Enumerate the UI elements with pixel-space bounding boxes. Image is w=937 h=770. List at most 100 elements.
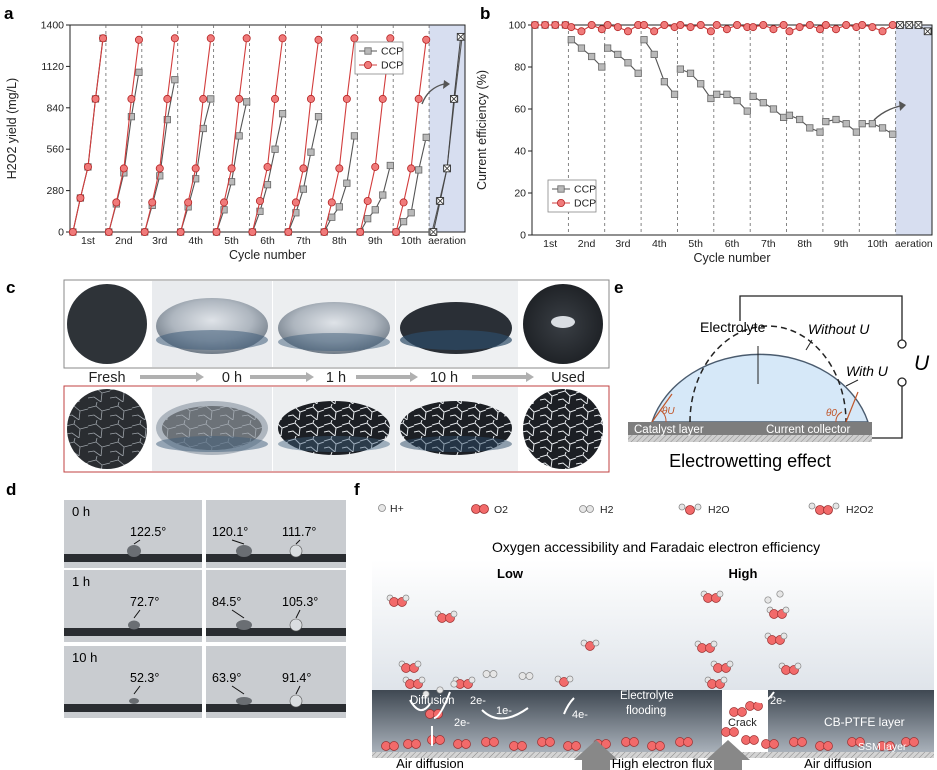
- cycle-tick-label: 8th: [332, 235, 347, 247]
- ccp-point: [199, 124, 207, 133]
- h2o2-molecule: [418, 676, 426, 684]
- reaction-arrows: [409, 691, 775, 746]
- h2o-icon: [685, 505, 695, 515]
- o2-molecule: [437, 613, 447, 623]
- panel-label-d: d: [6, 480, 16, 499]
- droplet: [128, 620, 140, 630]
- cycle-tick-label: aeration: [428, 235, 466, 247]
- dcp-series-line: [716, 24, 748, 30]
- panel-c: c: [0, 276, 610, 474]
- contact-angle-right-2: 91.4°: [282, 671, 311, 685]
- membrane-strip: [206, 554, 346, 562]
- ccp-point: [604, 44, 612, 52]
- h2o2-molecule: [782, 606, 790, 614]
- contact-angle-right-1: 120.1°: [212, 525, 248, 539]
- dcp-point: [759, 20, 768, 29]
- curved-arrow-icon: [421, 83, 445, 105]
- ccp-point: [335, 203, 343, 211]
- cycle-tick-label: 10th: [867, 238, 888, 250]
- dcp-point: [650, 27, 659, 36]
- dcp-series-line: [680, 24, 712, 32]
- low-label: Low: [497, 566, 524, 581]
- h2o2-molecule: [716, 590, 724, 598]
- contact-angle-left: 72.7°: [130, 595, 159, 609]
- legend-h2o2: H2O2: [846, 504, 874, 516]
- ccp-point: [588, 52, 596, 61]
- one-e-label: 1e-: [496, 705, 512, 717]
- molecules: [381, 590, 919, 751]
- dcp-point: [299, 164, 308, 173]
- h-plus-ion: [450, 680, 458, 688]
- ccp-point: [852, 128, 860, 136]
- legend-marker: [557, 185, 565, 193]
- h-plus-ion: [764, 596, 772, 604]
- dcp-point: [722, 25, 731, 34]
- dcp-point: [356, 227, 365, 236]
- ccp-series-line: [108, 72, 140, 233]
- ccp-series-line: [607, 47, 639, 74]
- ccp-point: [364, 215, 372, 223]
- cycle-tick-label: 10th: [401, 235, 422, 247]
- cycle-tick-label: 2nd: [578, 238, 596, 250]
- ccp-point: [697, 80, 705, 88]
- dcp-point: [577, 27, 586, 36]
- ccp-point: [723, 90, 731, 98]
- dcp-point: [821, 20, 830, 29]
- contact-angle-right-2: 111.7°: [282, 525, 316, 539]
- ccp-point: [749, 92, 757, 100]
- droplet-with-u: [651, 353, 869, 423]
- ccp-point: [399, 218, 408, 226]
- dcp-point: [769, 25, 778, 34]
- cycle-tick-label: 7th: [296, 235, 311, 247]
- contact-angle-left: 52.3°: [130, 671, 159, 685]
- ccp-series-line: [643, 39, 675, 95]
- two-e-label-1: 2e-: [470, 695, 486, 707]
- legend-entry: CCP: [574, 184, 596, 196]
- dcp-point: [623, 27, 632, 36]
- h2-icon: [586, 505, 594, 513]
- h2o2-molecule: [720, 676, 728, 684]
- ccp-point: [713, 90, 721, 98]
- stage-fresh: Fresh: [88, 370, 125, 386]
- dcp-point: [779, 20, 788, 29]
- dcp-point: [567, 23, 576, 32]
- cycle-tick-label: 1st: [543, 238, 557, 250]
- ccp-series-line: [72, 38, 104, 233]
- dcp-point: [127, 94, 136, 103]
- ccp-point: [343, 179, 351, 187]
- f-title: Oxygen accessibility and Faradaic electr…: [492, 539, 820, 555]
- ccp-point: [235, 132, 243, 140]
- contact-angle-right-1: 84.5°: [212, 595, 241, 609]
- o2-molecule: [401, 663, 411, 673]
- membrane-strip: [64, 554, 202, 562]
- dcp-point: [199, 94, 208, 103]
- dcp-point: [399, 198, 408, 207]
- legend-entry: CCP: [381, 46, 403, 58]
- panel-e: e U Electrolyte Without U With U θU θ0 C…: [614, 278, 930, 471]
- angle-pointer: [231, 609, 245, 619]
- dcp-1h-photo: [278, 401, 390, 455]
- h2o2-molecule: [402, 594, 410, 602]
- angle-pointer: [133, 539, 141, 545]
- ccp-point: [822, 118, 830, 126]
- ccp-point: [127, 113, 136, 121]
- dcp-point: [831, 25, 840, 34]
- h2o2-molecule: [414, 660, 422, 668]
- panel-label-e: e: [614, 278, 623, 297]
- arrow-head-icon: [443, 80, 450, 89]
- ssm-label: SSM layer: [858, 741, 907, 753]
- flux-label: High electron flux: [612, 756, 713, 770]
- dcp-point: [587, 20, 596, 29]
- diffusion-label: Diffusion: [410, 695, 455, 707]
- ccp-point: [243, 98, 251, 106]
- cycle-tick-label: 5th: [224, 235, 239, 247]
- ccp-point: [660, 78, 668, 86]
- h2o2-molecule: [726, 660, 734, 668]
- ccp-series-line: [716, 93, 748, 112]
- droplet: [127, 545, 141, 557]
- droplet: [289, 694, 303, 708]
- y-tick-label: 100: [508, 20, 526, 32]
- dcp-point: [597, 25, 606, 34]
- dcp-point: [255, 196, 264, 205]
- catalyst-layer: [628, 422, 872, 435]
